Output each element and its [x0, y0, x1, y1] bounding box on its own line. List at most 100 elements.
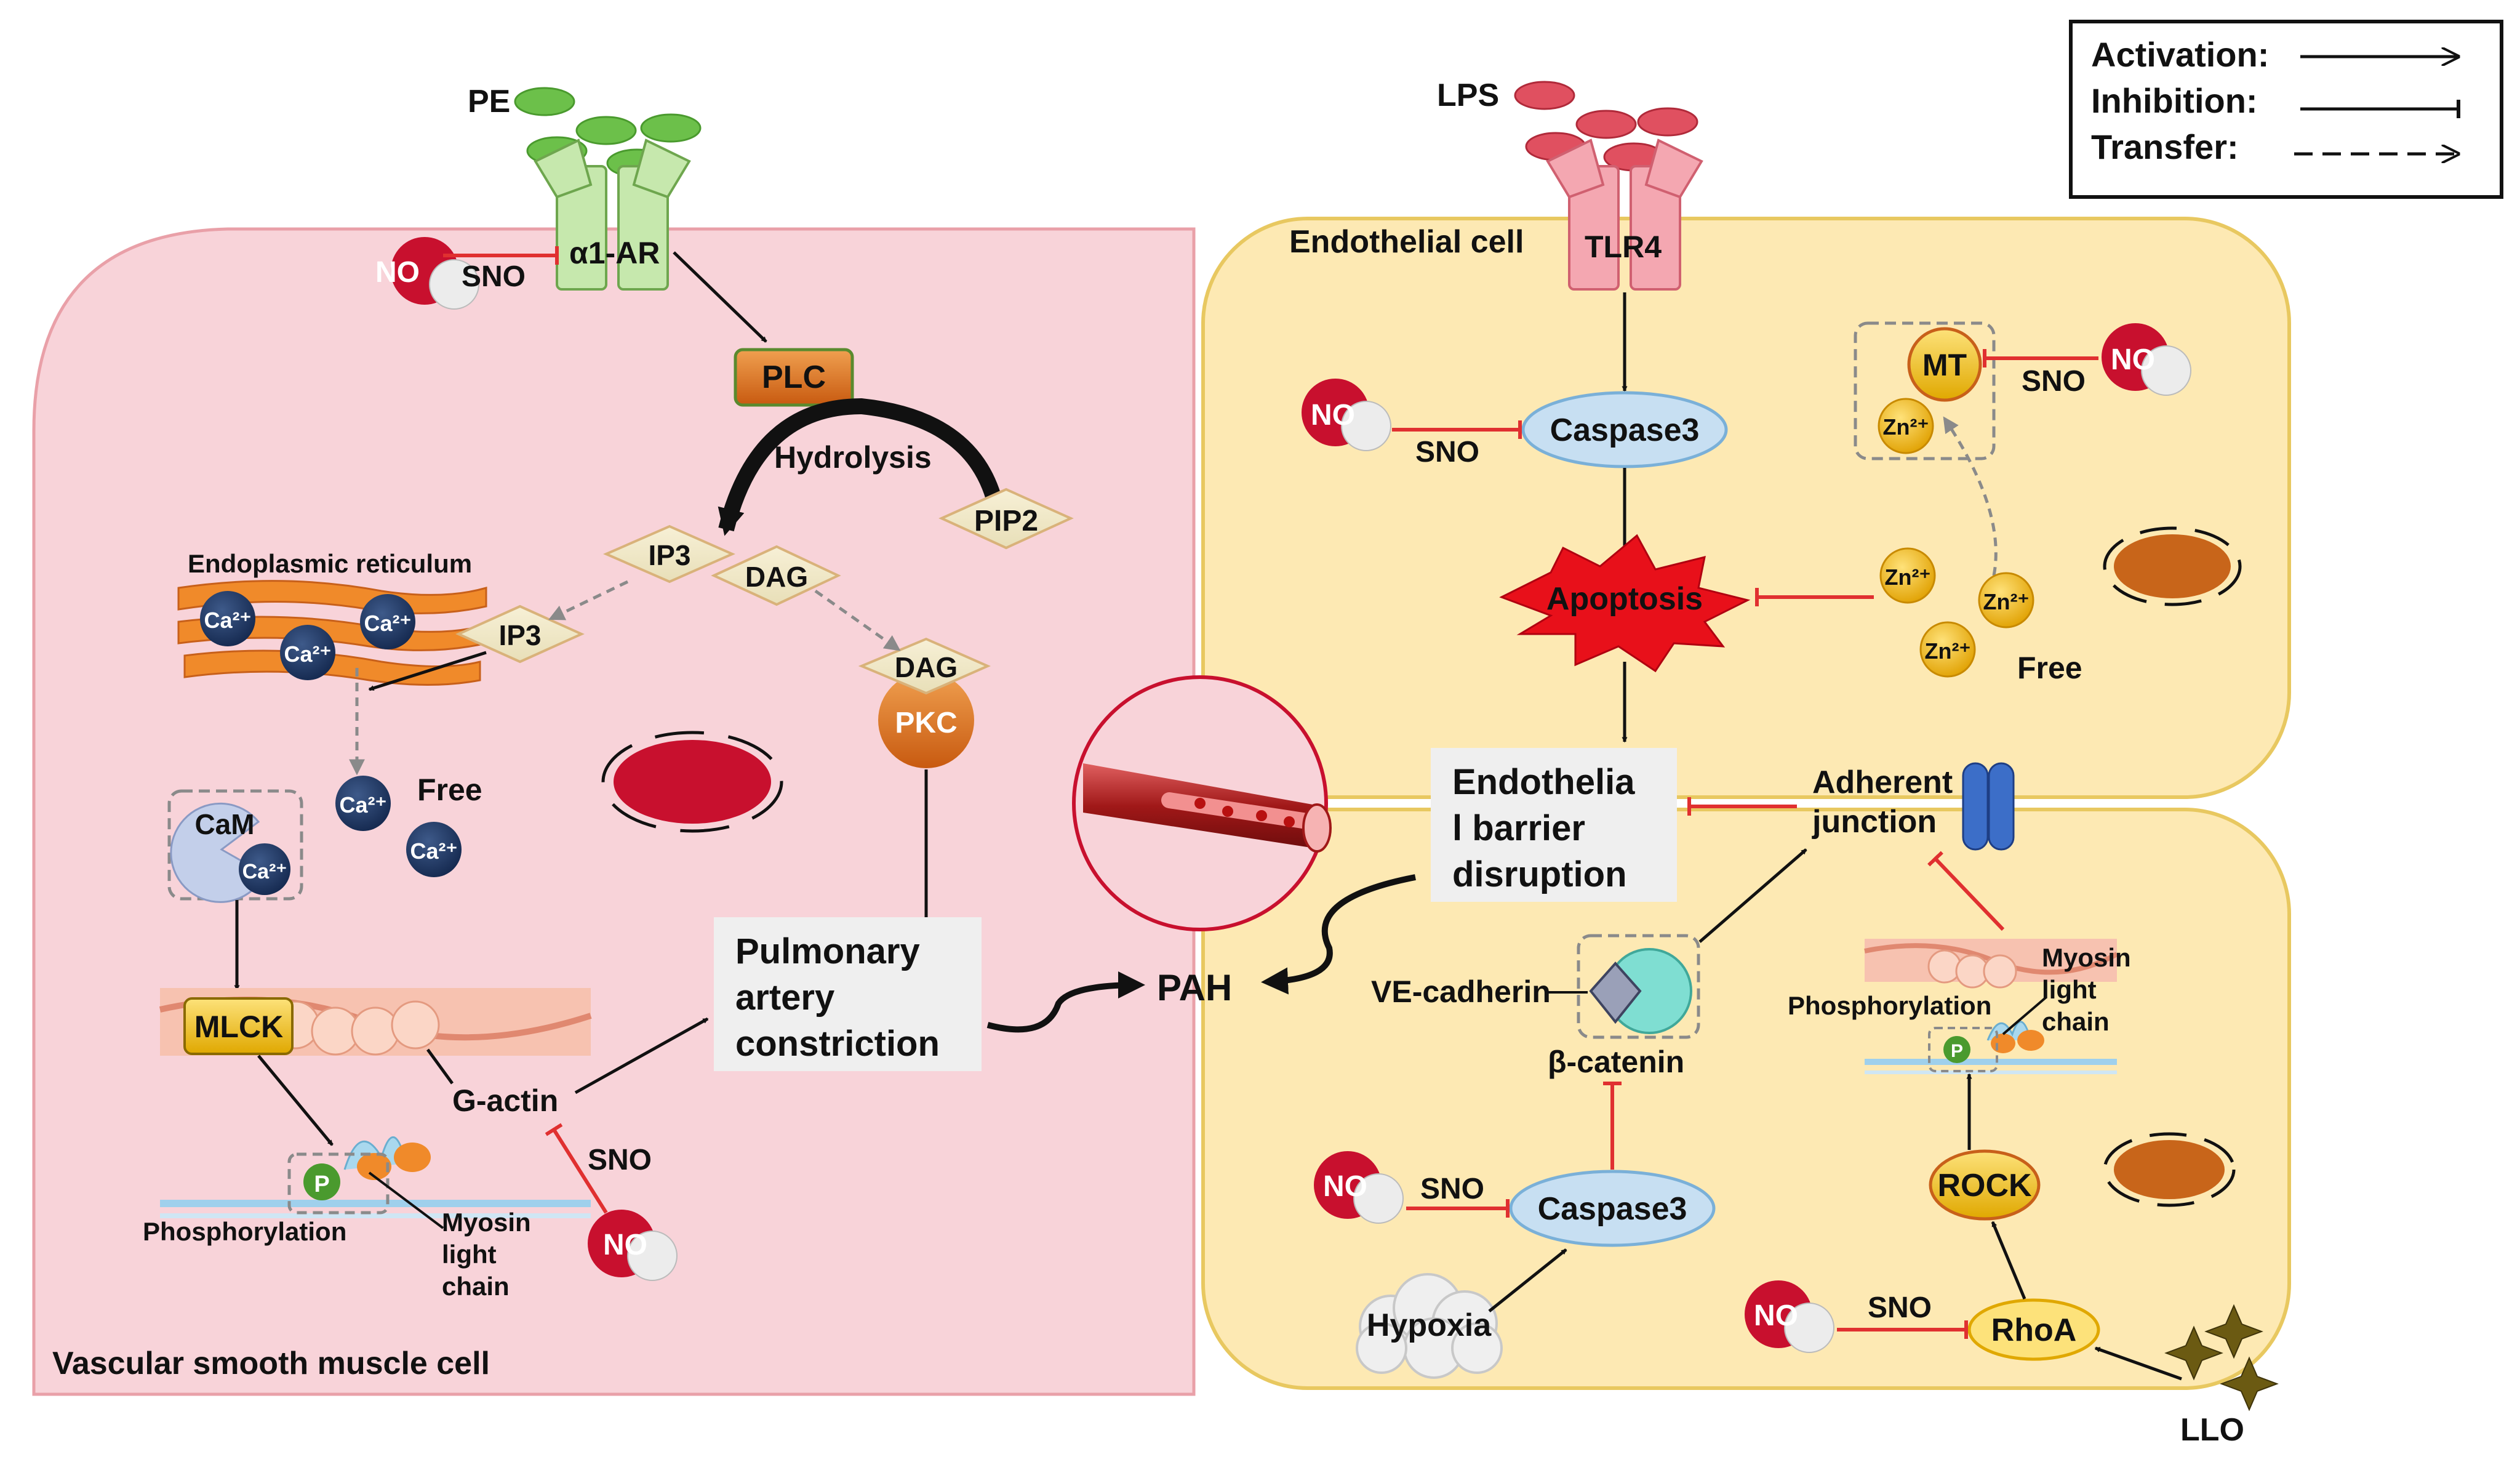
- ip3-diamond-er: IP3: [455, 604, 585, 664]
- rock-node: ROCK: [1929, 1149, 2041, 1221]
- arrow-mlck-phos: [257, 1054, 334, 1146]
- llo-label: LLO: [2180, 1412, 2244, 1448]
- hydrolysis-arrow: [718, 398, 1005, 536]
- myosin-label-vsmc-3: chain: [442, 1272, 510, 1301]
- vsmc-cell: [32, 227, 1196, 1396]
- er-label: Endoplasmic reticulum: [188, 549, 472, 578]
- plc-box: PLC: [734, 348, 854, 407]
- svg-text:Ca²⁺: Ca²⁺: [204, 608, 251, 633]
- adherent-label-1: Adherent: [1812, 765, 1953, 800]
- tlr4-label: TLR4: [1585, 230, 1662, 264]
- cam-label: CaM: [194, 808, 254, 840]
- no-molecule-4: NO: [2102, 323, 2191, 396]
- lps-label: LPS: [1437, 78, 1499, 113]
- no-label-6: NO: [1754, 1299, 1798, 1332]
- sno-label-5: SNO: [1420, 1173, 1484, 1205]
- alpha1-ar-receptor: [534, 139, 691, 291]
- barrier-line1: Endothelia: [1452, 762, 1635, 802]
- plc-label: PLC: [762, 359, 826, 395]
- no-label-2: NO: [603, 1229, 647, 1261]
- vessel-icon: [1072, 675, 1332, 931]
- svg-text:Ca²⁺: Ca²⁺: [339, 792, 386, 817]
- apoptosis-label: Apoptosis: [1546, 581, 1703, 617]
- phospho-p-vsmc: P: [303, 1163, 340, 1200]
- vecadherin-label: VE-cadherin: [1371, 974, 1551, 1009]
- arrow-pulm-pah: [986, 971, 1145, 1033]
- svg-text:P: P: [1951, 1041, 1963, 1061]
- myosin-label-vsmc-2: light: [442, 1240, 497, 1269]
- phos-box-vsmc: [287, 1152, 390, 1215]
- no-molecule-1: NO: [375, 237, 479, 310]
- endo-nucleus-lower: [2103, 1132, 2236, 1207]
- sno-label-2: SNO: [588, 1144, 652, 1176]
- ip3-label-upper: IP3: [648, 539, 690, 571]
- mt-complex: MT Zn²⁺: [1854, 321, 1996, 460]
- inhibit-junction: [1927, 851, 2005, 931]
- hypoxia-label: Hypoxia: [1367, 1307, 1492, 1343]
- myosin-fibre-vsmc: [160, 1136, 591, 1218]
- arrow-ip3-er: [368, 651, 487, 691]
- myosin-label-endo-2: light: [2042, 975, 2097, 1004]
- svg-text:Zn²⁺: Zn²⁺: [1885, 564, 1931, 590]
- arrow-ar-plc: [673, 251, 767, 343]
- mlck-label: MLCK: [194, 1010, 283, 1044]
- dag-diamond-pkc: DAG: [858, 637, 991, 695]
- pulm-line3: constriction: [735, 1024, 940, 1064]
- endothelial-cell-lower: [1201, 808, 2291, 1390]
- svg-text:Zn²⁺: Zn²⁺: [1925, 638, 1971, 664]
- rhoa-label: RhoA: [1991, 1312, 2077, 1348]
- pkc-node: PKC: [878, 672, 974, 768]
- no-molecule-6: NO: [1745, 1280, 1834, 1353]
- legend-transfer: Transfer:: [2091, 127, 2239, 166]
- adherent-junction-icon: [1962, 762, 2015, 851]
- myosin-connector-endo: [2002, 996, 2047, 1035]
- alpha1-ar-label: α1-AR: [569, 236, 660, 270]
- myosin-connector-vsmc: [368, 1171, 444, 1229]
- no-label-1: NO: [375, 256, 420, 289]
- dag-label-pkc: DAG: [895, 651, 958, 683]
- svg-text:Zn²⁺: Zn²⁺: [1983, 589, 2030, 614]
- arrow-rhoa-rock: [1991, 1221, 2026, 1299]
- legend: Activation: Inhibition: Transfer:: [2069, 20, 2503, 199]
- sno-label-1: SNO: [462, 260, 526, 293]
- llo-stars: [2164, 1304, 2279, 1412]
- arrow-llo-rhoa: [2094, 1346, 2182, 1381]
- apoptosis-burst: Apoptosis: [1499, 534, 1751, 673]
- svg-text:Ca²⁺: Ca²⁺: [242, 860, 287, 883]
- caspase3-upper: Caspase3: [1521, 391, 1728, 468]
- pe-label: PE: [468, 84, 510, 119]
- barrier-disruption-box: Endothelia l barrier disruption: [1431, 748, 1677, 902]
- inhibit-gactin: [545, 1123, 608, 1214]
- dag-label-upper: DAG: [745, 561, 808, 593]
- dag-diamond-upper: DAG: [711, 545, 841, 606]
- hypoxia-cloud: [1356, 1273, 1503, 1379]
- er-calcium-ions: Ca²⁺ Ca²⁺ Ca²⁺: [200, 591, 415, 680]
- ip3-label-er: IP3: [498, 619, 541, 651]
- pip2-diamond: PIP2: [938, 488, 1074, 550]
- cam-complex: Ca²⁺ CaM: [167, 789, 303, 903]
- legend-activation: Activation:: [2091, 35, 2269, 74]
- rhoa-node: RhoA: [1967, 1298, 2100, 1361]
- transfer-zn-release: [1943, 416, 1998, 576]
- caspase3-label-upper: Caspase3: [1550, 412, 1700, 448]
- phospho-p-endo: P: [1943, 1036, 1970, 1063]
- legend-inhibition: Inhibition:: [2091, 81, 2258, 120]
- hydrolysis-label: Hydrolysis: [774, 440, 932, 475]
- rock-label: ROCK: [1937, 1168, 2032, 1203]
- no-molecule-3: NO: [1302, 379, 1391, 451]
- myosin-label-vsmc-1: Myosin: [442, 1208, 531, 1237]
- bcatenin-label: β-catenin: [1548, 1045, 1684, 1079]
- no-label-5: NO: [1323, 1170, 1367, 1203]
- vsmc-nucleus: [601, 731, 783, 833]
- no-label-3: NO: [1311, 399, 1355, 432]
- sno-label-4: SNO: [2022, 365, 2086, 398]
- myosin-label-endo-1: Myosin: [2042, 943, 2131, 972]
- no-molecule-5: NO: [1314, 1151, 1404, 1224]
- free-calcium-ions: Ca²⁺ Ca²⁺: [335, 776, 462, 877]
- arrow-catenin-junction: [1698, 848, 1807, 943]
- pah-label: PAH: [1157, 967, 1232, 1008]
- no-label-4: NO: [2111, 343, 2155, 376]
- endo-nucleus-upper: [2103, 526, 2242, 606]
